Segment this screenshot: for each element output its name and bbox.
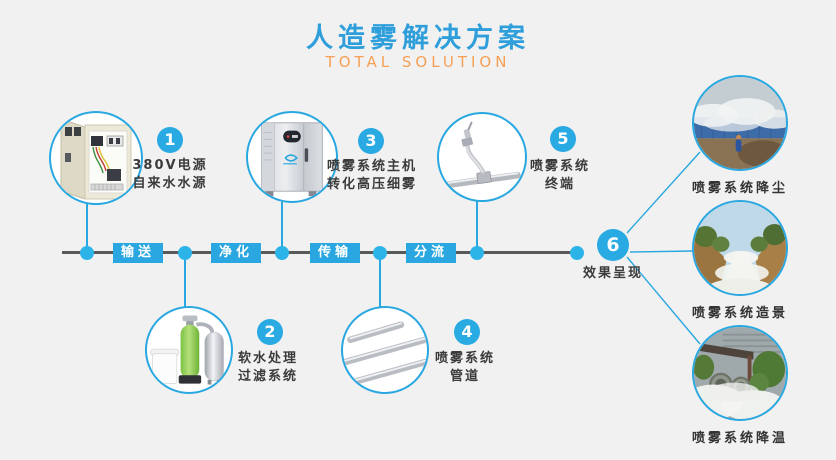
step4-label-line1: 喷雾系统 xyxy=(434,351,495,366)
step2-label-line2: 过滤系统 xyxy=(237,369,298,384)
step3-image-circle xyxy=(246,111,338,203)
connector-step1 xyxy=(86,204,88,253)
step6-number-badge: 6 xyxy=(597,229,629,261)
step2-label: 软水处理 过滤系统 xyxy=(198,350,338,386)
water-softener-filter-icon xyxy=(150,315,224,385)
step4-label-line2: 管道 xyxy=(449,369,480,384)
step1-label-line2: 自来水水源 xyxy=(132,176,208,191)
step5-number-badge: 5 xyxy=(550,126,576,152)
flow-label-transport: 输送 xyxy=(113,243,164,263)
page-title: 人造雾解决方案 xyxy=(306,23,530,54)
step5-label-line2: 终端 xyxy=(544,177,575,192)
step5-image-circle xyxy=(437,112,527,202)
connector-step3 xyxy=(281,202,283,253)
step5-label: 喷雾系统 终端 xyxy=(490,158,630,194)
spray-nozzle-terminal-icon xyxy=(445,121,521,189)
step4-number-badge: 4 xyxy=(454,319,480,345)
timeline-dot-end xyxy=(570,246,584,260)
timeline-dot-5 xyxy=(470,246,484,260)
result1-photo-circle xyxy=(692,75,788,171)
landscaping-fog-photo xyxy=(694,202,786,294)
step3-label-line1: 喷雾系统主机 xyxy=(326,159,417,174)
result2-label: 喷雾系统造景 xyxy=(691,306,788,321)
flow-label-transmit: 传输 xyxy=(310,243,361,263)
connector-step2 xyxy=(184,253,186,307)
step2-number-badge: 2 xyxy=(257,319,283,345)
timeline-dot-4 xyxy=(373,246,387,260)
timeline-dot-3 xyxy=(275,246,289,260)
flow-label-divert: 分流 xyxy=(406,243,457,263)
step5-label-line1: 喷雾系统 xyxy=(529,159,590,174)
connector-step5 xyxy=(476,201,478,253)
step3-label-line2: 转化高压细雾 xyxy=(326,177,417,192)
steel-pipes-icon xyxy=(343,321,427,388)
step6-label: 效果呈现 xyxy=(582,266,643,281)
step1-label: 380V电源 自来水水源 xyxy=(95,157,245,193)
step2-label-line1: 软水处理 xyxy=(237,351,298,366)
result1-label: 喷雾系统降尘 xyxy=(691,181,788,196)
step4-label: 喷雾系统 管道 xyxy=(395,350,535,386)
timeline-dot-1 xyxy=(80,246,94,260)
step4-image-circle xyxy=(341,306,429,394)
dust-suppression-photo xyxy=(694,77,786,169)
fog-host-machine-icon xyxy=(261,122,323,197)
result2-photo-circle xyxy=(692,200,788,296)
step2-image-circle xyxy=(145,306,233,394)
power-distribution-box-icon xyxy=(60,118,132,200)
flow-label-purify: 净化 xyxy=(211,243,262,263)
result3-photo-circle xyxy=(692,325,788,421)
step1-image-circle xyxy=(49,111,143,205)
result3-label: 喷雾系统降温 xyxy=(691,431,788,446)
timeline-dot-2 xyxy=(178,246,192,260)
cooling-fog-photo xyxy=(694,327,786,419)
step3-label: 喷雾系统主机 转化高压细雾 xyxy=(282,158,462,194)
page-subtitle: TOTAL SOLUTION xyxy=(325,53,511,71)
connector-step4 xyxy=(379,253,381,307)
step3-number-badge: 3 xyxy=(358,128,384,154)
step1-label-line1: 380V电源 xyxy=(132,158,208,173)
step1-number-badge: 1 xyxy=(157,127,183,153)
